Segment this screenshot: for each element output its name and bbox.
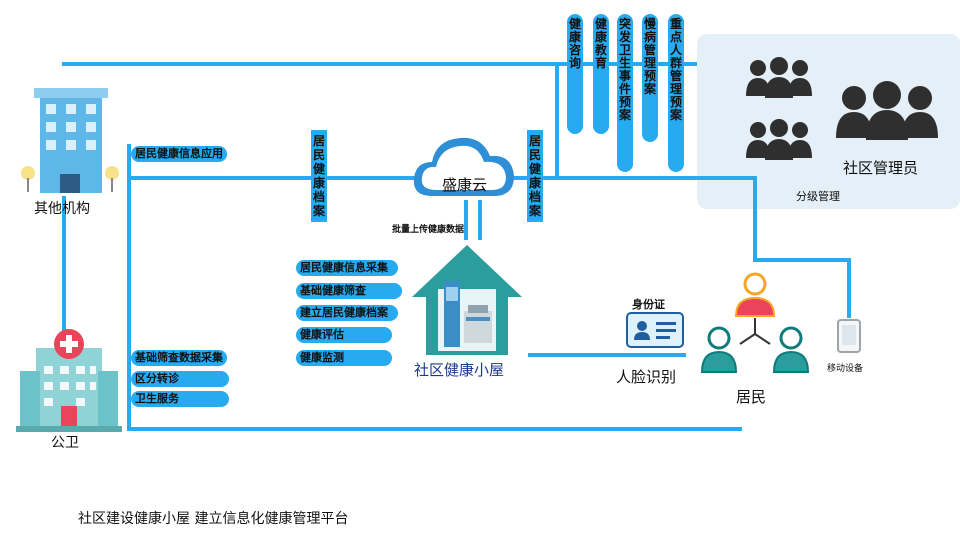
diagram-caption: 社区建设健康小屋 建立信息化健康管理平台: [78, 511, 349, 527]
screening-data-collection-link: 基础筛查数据采集: [131, 350, 227, 366]
service-key-population-plan: 重点人群管理预案: [668, 14, 684, 172]
face-recognition-label: 人脸识别: [616, 368, 677, 386]
health-archive-right-label: 居民健康档案: [527, 130, 543, 222]
resident-health-info-app-link: 居民健康信息应用: [131, 146, 227, 162]
cloud-right-riser: [555, 62, 559, 180]
hut-function-info-collection: 居民健康信息采集: [296, 260, 398, 276]
left-mid-connector-line: [127, 176, 437, 180]
institution-to-health-line: [62, 196, 66, 336]
health-archive-left-label: 居民健康档案: [311, 130, 327, 222]
admin-group-icon: [746, 119, 812, 160]
right-mid-connector-line: [510, 176, 755, 180]
health-service-link: 卫生服务: [131, 391, 229, 407]
residents-label: 居民: [736, 388, 767, 406]
community-admin-label: 社区管理员: [843, 159, 919, 177]
hut-function-build-archive: 建立居民健康档案: [296, 305, 398, 321]
upload-line-1: [464, 200, 468, 240]
id-card-label: 身份证: [632, 298, 665, 311]
referral-link: 区分转诊: [131, 371, 229, 387]
service-health-consultation: 健康咨询: [567, 14, 583, 134]
mobile-device-label: 移动设备: [827, 364, 864, 374]
hut-function-assessment: 健康评估: [296, 327, 392, 343]
admin-group-icon: [746, 57, 812, 98]
hospital-icon: [16, 329, 122, 432]
resident-riser-line: [753, 176, 757, 262]
other-institutions-label: 其他机构: [34, 201, 90, 217]
bottom-connector-line: [127, 427, 742, 431]
left-vertical-line: [127, 144, 131, 431]
service-emergency-plan: 突发卫生事件预案: [617, 14, 633, 172]
mobile-connector-line: [753, 258, 851, 262]
face-recognition-line: [528, 353, 686, 357]
cloud-icon: [413, 137, 514, 196]
hut-function-basic-screening: 基础健康筛查: [296, 283, 402, 299]
public-health-label: 公卫: [51, 435, 79, 451]
batch-upload-label: 批量上传健康数据: [392, 225, 465, 235]
tiered-management-label: 分级管理: [796, 190, 840, 203]
mobile-device-icon: [837, 319, 861, 353]
service-health-education: 健康教育: [593, 14, 609, 134]
health-hut-icon: [412, 245, 522, 355]
admin-group-large-icon: [836, 81, 938, 140]
health-hut-label: 社区健康小屋: [414, 361, 505, 379]
upload-line-2: [478, 200, 482, 240]
top-connector-line: [62, 62, 697, 66]
service-chronic-disease-plan: 慢病管理预案: [642, 14, 658, 142]
building-icon: [21, 88, 119, 193]
residents-icon: [700, 272, 810, 373]
cloud-label: 盛康云: [442, 176, 488, 194]
id-card-icon: [626, 312, 684, 348]
hut-function-monitoring: 健康监测: [296, 350, 392, 366]
mobile-riser-line: [847, 258, 851, 318]
